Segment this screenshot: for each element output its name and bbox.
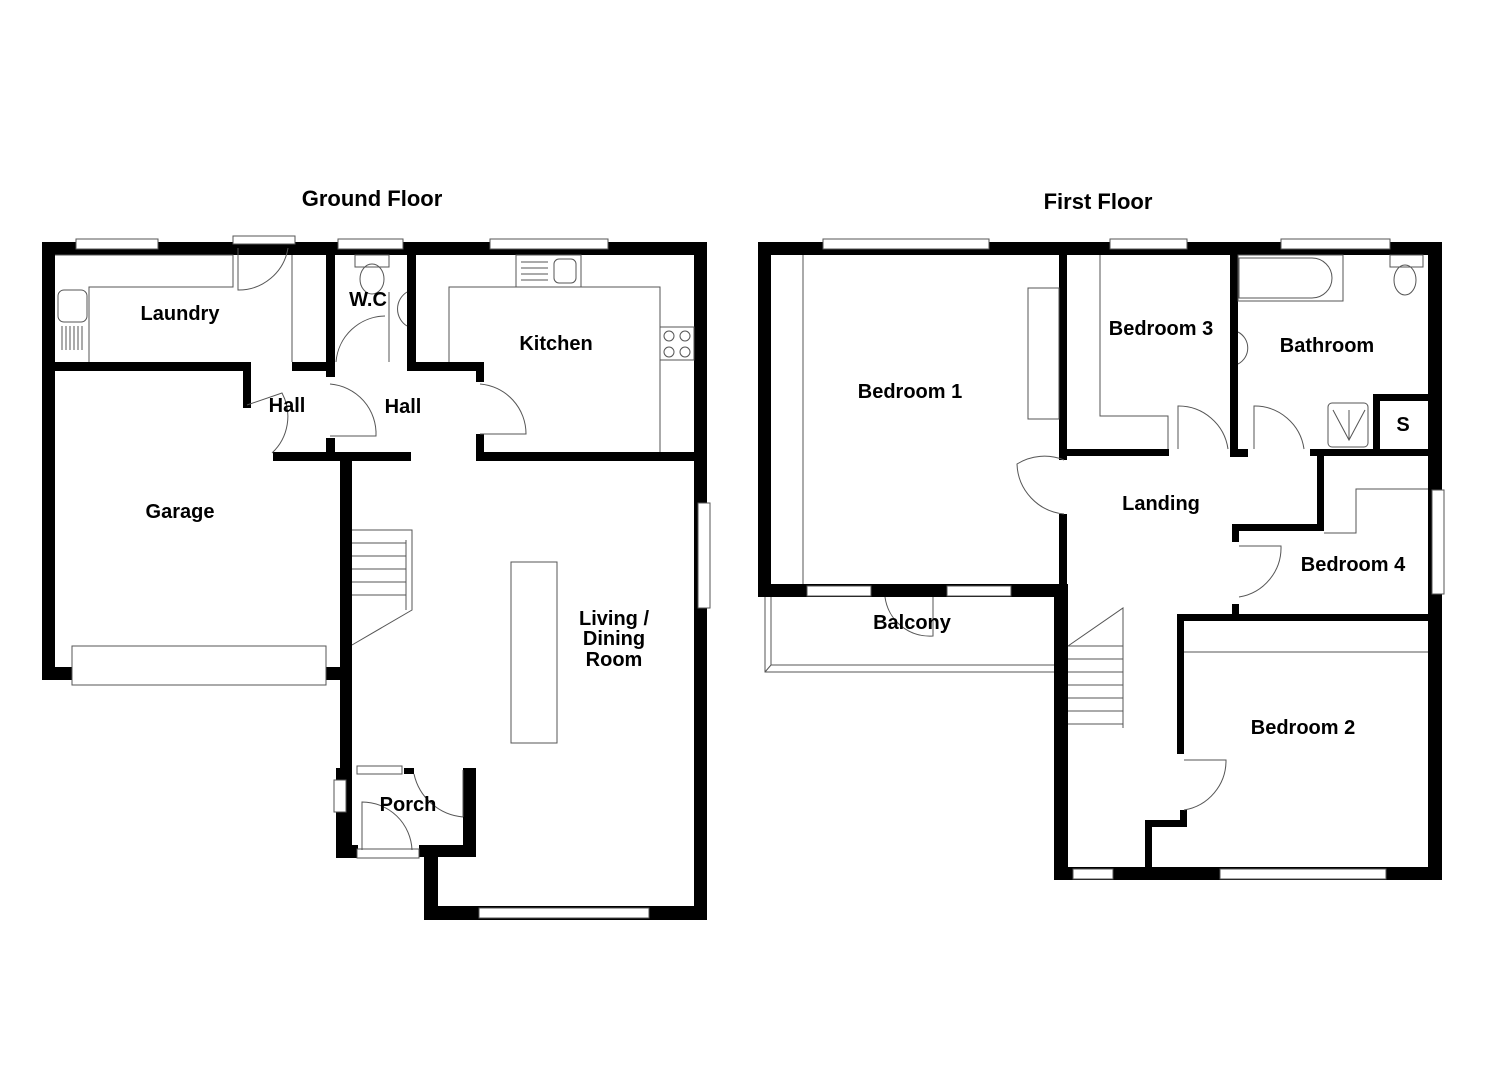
room-label-living-line2: Dining: [583, 628, 645, 650]
room-label-landing: Landing: [1122, 493, 1200, 515]
room-label-living-line1: Living /: [579, 608, 649, 630]
room-label-bedroom-3: Bedroom 3: [1109, 318, 1213, 340]
first-floor-windows: [806, 238, 1445, 880]
ground-floor-windows: [71, 235, 711, 919]
ground-floor: Ground Floor: [42, 186, 711, 920]
room-label-hall-right: Hall: [385, 396, 422, 418]
room-label-kitchen: Kitchen: [519, 333, 592, 355]
room-label-laundry: Laundry: [141, 303, 221, 325]
room-label-bedroom-4: Bedroom 4: [1301, 554, 1406, 576]
room-label-garage: Garage: [146, 501, 215, 523]
first-floor: First Floor: [758, 189, 1445, 880]
first-floor-title: First Floor: [1044, 189, 1153, 214]
ground-floor-walls: [42, 242, 707, 920]
room-label-porch: Porch: [380, 794, 437, 816]
first-floor-fixtures: [764, 254, 1428, 811]
room-label-bedroom-2: Bedroom 2: [1251, 717, 1355, 739]
room-label-bathroom: Bathroom: [1280, 335, 1374, 357]
room-label-balcony: Balcony: [873, 612, 952, 634]
ground-floor-title: Ground Floor: [302, 186, 443, 211]
room-label-wc: W.C: [349, 289, 387, 311]
room-label-hall-left: Hall: [269, 395, 306, 417]
ground-floor-fixtures: [55, 247, 695, 851]
room-label-living-line3: Room: [586, 649, 643, 671]
room-label-bedroom-1: Bedroom 1: [858, 381, 962, 403]
room-label-storage: S: [1396, 414, 1409, 436]
